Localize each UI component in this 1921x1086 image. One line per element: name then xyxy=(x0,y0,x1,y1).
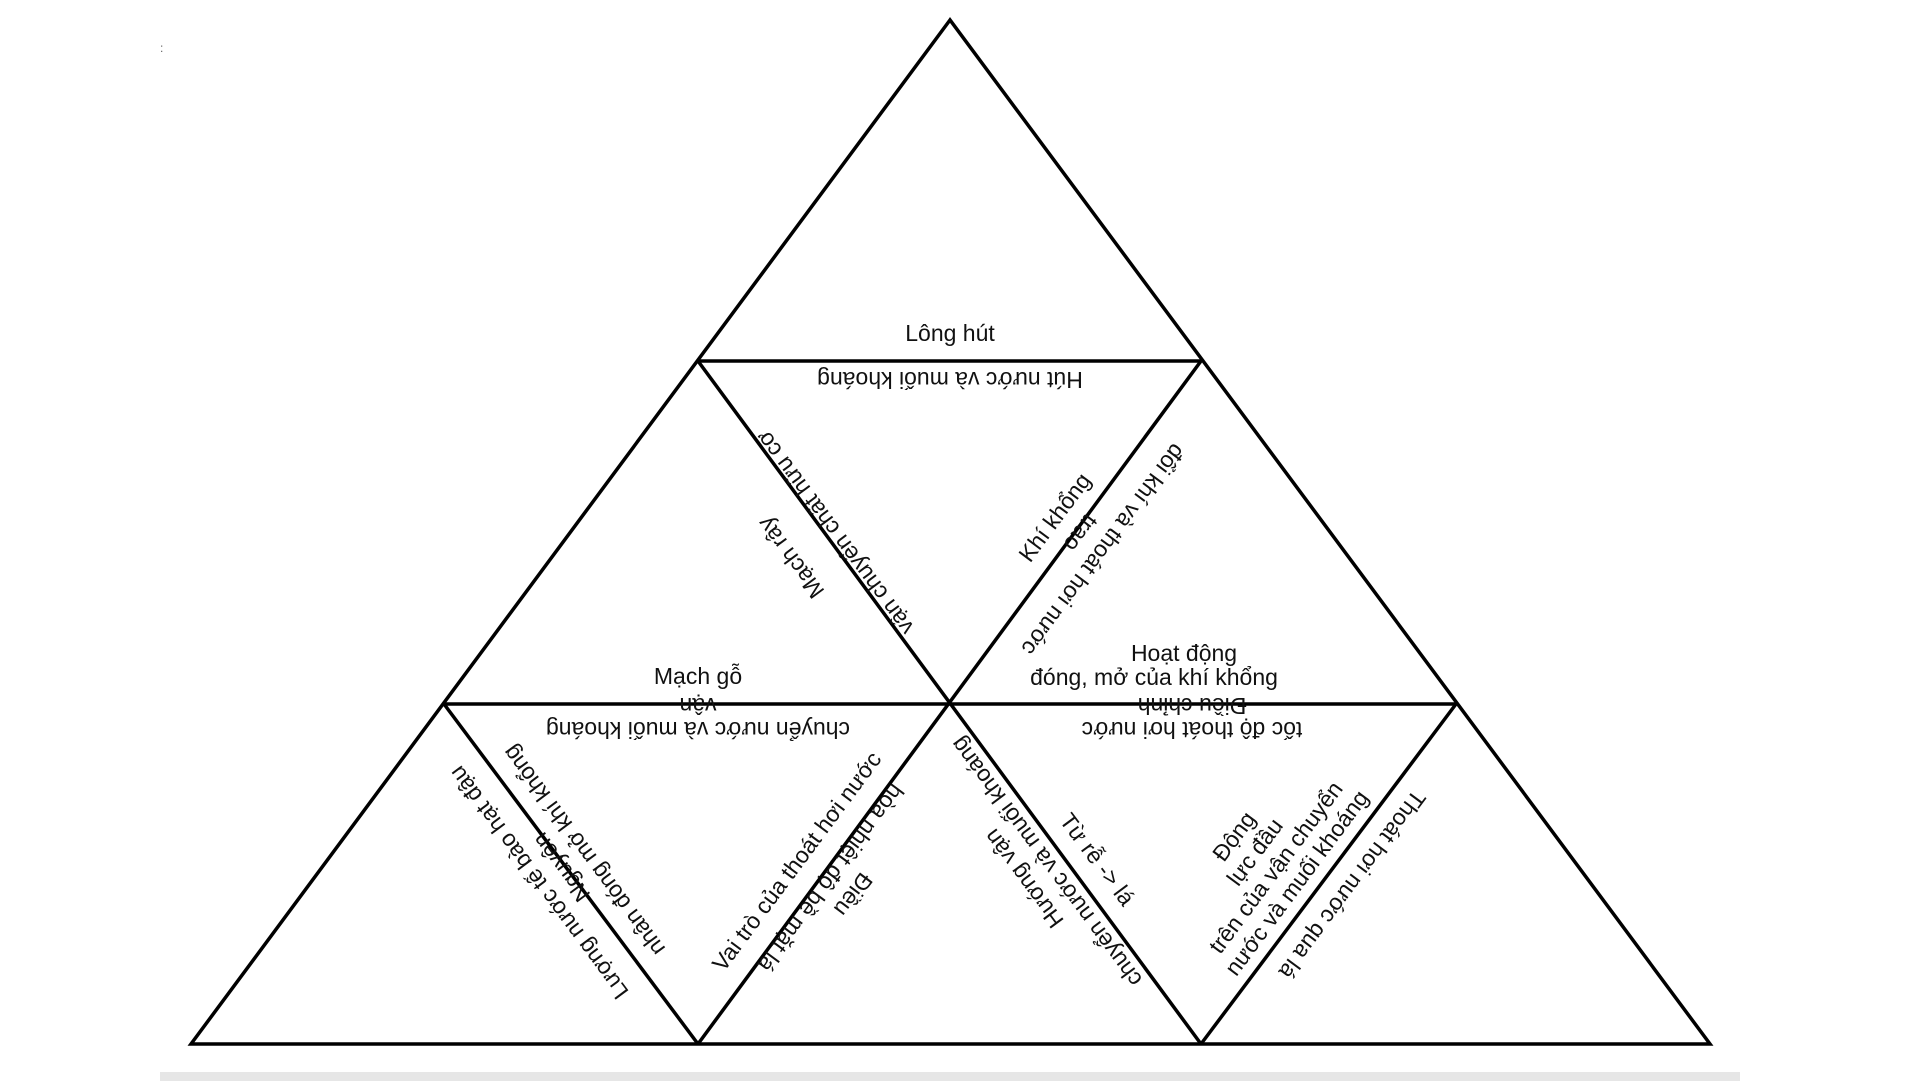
grid-line-rising-right xyxy=(1199,702,1458,1046)
grid-line-falling-right xyxy=(696,359,1203,1046)
label-long-hut-line: Lông hút xyxy=(905,320,995,346)
label-hoat-dong-line-1: Hoạt động xyxy=(1131,640,1237,666)
label-mach-go: Mạch gỗ xyxy=(654,663,742,689)
label-dieu-chinh: tốc độ thoát hơi nước Điều chỉnh xyxy=(1082,693,1303,743)
label-hut-nuoc-line: Hút nước và muối khoáng xyxy=(817,367,1083,393)
label-hoat-dong: Hoạt động đóng, mở của khí khổng xyxy=(1030,640,1278,690)
label-van-chuyen-nuoc-line-2: vận xyxy=(679,693,716,719)
label-dieu-chinh-line-2: Điều chỉnh xyxy=(1138,693,1247,719)
label-van-chuyen-nuoc-line-1: chuyển nước và muối khoáng xyxy=(546,717,850,743)
outer-triangle xyxy=(187,17,1714,1046)
label-long-hut: Lông hút xyxy=(905,320,995,346)
label-van-chuyen-nuoc: chuyển nước và muối khoáng vận xyxy=(546,693,850,743)
label-hut-nuoc: Hút nước và muối khoáng xyxy=(817,367,1083,393)
label-hoat-dong-line-2: đóng, mở của khí khổng xyxy=(1030,664,1278,690)
label-mach-go-line: Mạch gỗ xyxy=(654,663,742,689)
corner-mark: : xyxy=(160,41,163,55)
grid-line-falling-left xyxy=(442,702,700,1046)
bottom-strip xyxy=(160,1072,1740,1086)
label-dieu-chinh-line-1: tốc độ thoát hơi nước xyxy=(1082,717,1303,743)
